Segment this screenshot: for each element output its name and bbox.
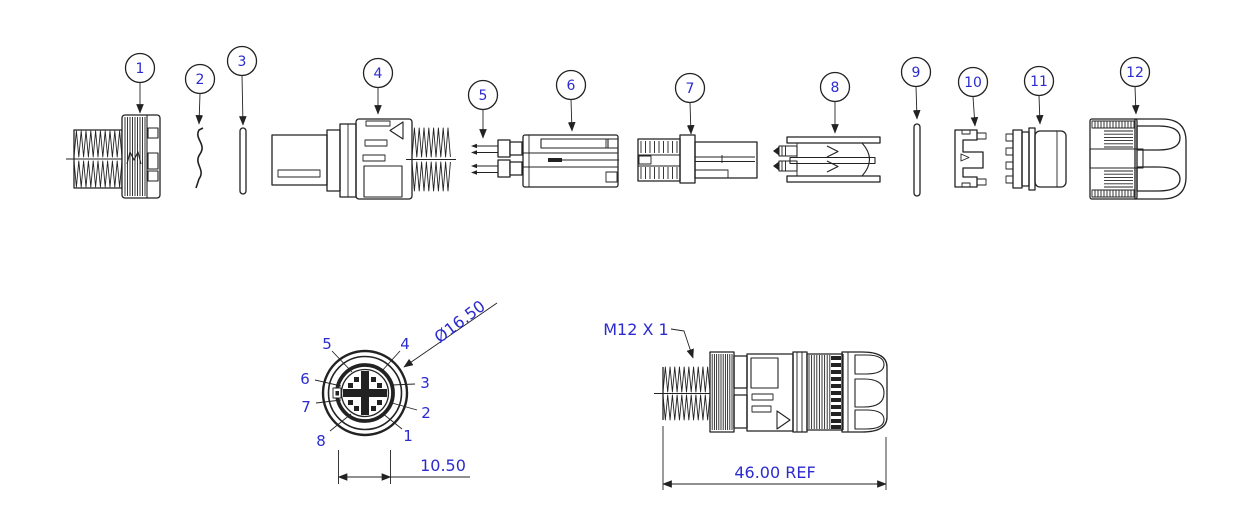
part-4 [271, 118, 456, 200]
balloon-8: 8 [819, 71, 851, 134]
balloon-10: 10 [957, 66, 989, 127]
balloon-9: 9 [900, 56, 932, 120]
face-view: 5 4 6 3 7 2 8 1 [300, 296, 498, 484]
balloon-12: 12 [1119, 56, 1151, 115]
dim-diameter-label: Ø16.50 [431, 296, 489, 346]
dim-thread-label: M12 X 1 [603, 320, 668, 339]
pin-label-7: 7 [301, 398, 342, 416]
balloon-1: 1 [124, 52, 156, 114]
exploded-view: 1 2 3 4 5 6 7 [66, 45, 1187, 200]
balloon-4-label: 4 [374, 66, 383, 82]
balloon-7: 7 [674, 72, 706, 135]
dim-face-diameter: Ø16.50 [403, 296, 498, 368]
balloon-2-label: 2 [196, 72, 205, 88]
dim-width-label: 10.50 [420, 456, 466, 475]
balloon-11-label: 11 [1030, 74, 1048, 90]
balloon-4: 4 [362, 57, 394, 115]
part-5 [471, 139, 523, 178]
pin-label-4: 4 [380, 335, 410, 373]
part-10 [954, 129, 987, 188]
balloon-1-label: 1 [136, 61, 145, 77]
part-8 [773, 136, 881, 183]
balloon-7-label: 7 [686, 81, 695, 97]
dim-thread-size: M12 X 1 [603, 320, 694, 359]
balloon-10-label: 10 [964, 75, 982, 91]
dim-length-label: 46.00 REF [734, 463, 815, 482]
part-7 [637, 134, 758, 184]
part-11 [1005, 127, 1067, 191]
balloon-5: 5 [467, 79, 499, 139]
balloon-3-label: 3 [238, 54, 247, 70]
svg-text:2: 2 [421, 404, 431, 422]
svg-text:5: 5 [322, 335, 332, 353]
part-1 [66, 114, 161, 199]
balloon-11: 11 [1023, 65, 1055, 125]
svg-text:6: 6 [300, 370, 310, 388]
assembled-view: M12 X 1 46.00 REF [603, 320, 888, 490]
dim-face-width: 10.50 [337, 450, 470, 484]
part-2 [195, 127, 204, 189]
svg-text:1: 1 [403, 427, 413, 445]
svg-text:8: 8 [316, 432, 326, 450]
part-6 [522, 134, 619, 188]
part-9 [913, 123, 921, 197]
dim-overall-length: 46.00 REF [662, 426, 887, 490]
part-12 [1089, 118, 1187, 200]
pin-label-2: 2 [391, 402, 431, 422]
svg-text:7: 7 [301, 398, 311, 416]
balloon-2: 2 [184, 63, 216, 125]
svg-text:4: 4 [400, 335, 410, 353]
balloon-5-label: 5 [479, 88, 488, 104]
balloon-8-label: 8 [831, 80, 840, 96]
balloon-3: 3 [226, 45, 258, 126]
balloon-12-label: 12 [1126, 65, 1144, 81]
balloon-6: 6 [555, 69, 587, 132]
pin-label-6: 6 [300, 370, 342, 388]
balloon-9-label: 9 [912, 65, 921, 81]
pin-label-3: 3 [391, 374, 430, 392]
balloon-6-label: 6 [567, 78, 576, 94]
pin-label-8: 8 [316, 413, 352, 450]
svg-text:3: 3 [420, 374, 430, 392]
part-3 [239, 127, 247, 195]
backshell-comb [831, 356, 841, 429]
pin-label-5: 5 [322, 335, 353, 373]
pin-label-1: 1 [381, 412, 413, 445]
